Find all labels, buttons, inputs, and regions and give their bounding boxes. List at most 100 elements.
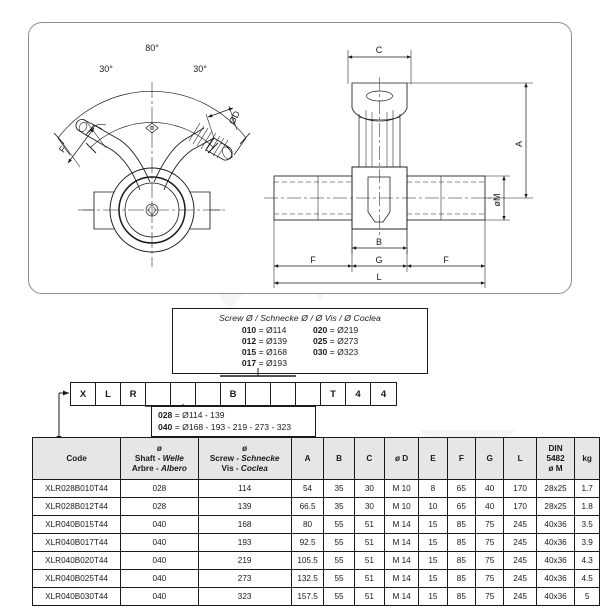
cell-l: 245 xyxy=(503,569,537,588)
screw-legend-item: 012 = Ø139 xyxy=(241,336,287,346)
cell-e: 15 xyxy=(418,569,448,588)
code-cell: B xyxy=(221,383,246,405)
cell-f: 85 xyxy=(446,515,477,534)
screw-legend-column-right: 020 = Ø219 025 = Ø273 030 = Ø323 xyxy=(313,325,358,368)
cell-screw: 193 xyxy=(197,533,292,552)
screw-legend-item: 015 = Ø168 xyxy=(241,347,287,357)
cell-a: 66.5 xyxy=(290,497,325,516)
cell-f: 65 xyxy=(446,497,477,516)
cell-m: 28x25 xyxy=(535,479,576,498)
cell-e: 15 xyxy=(418,551,448,570)
header-b: B xyxy=(323,437,355,480)
cell-code: XLR040B030T44 xyxy=(31,587,122,606)
header-kg: kg xyxy=(574,437,600,480)
screw-legend-item: 017 = Ø193 xyxy=(241,358,287,368)
screw-legend-item: 010 = Ø114 xyxy=(241,325,287,335)
shaft-legend-item: 040 = Ø168 - 193 - 219 - 273 - 323 xyxy=(158,421,292,432)
table-row: XLR040B025T44 040 273 132.5 55 51 M 14 1… xyxy=(31,569,600,588)
label-angle-right: 30° xyxy=(193,64,207,74)
table-header-row: Code ø Shaft - Welle Arbre - Albero ø Sc… xyxy=(31,437,600,480)
cell-m: 40x36 xyxy=(535,533,576,552)
cell-kg: 1.8 xyxy=(574,497,600,516)
cell-c: 51 xyxy=(353,533,386,552)
screw-legend-item: 020 = Ø219 xyxy=(313,325,359,335)
label-b: B xyxy=(376,237,382,247)
cell-g: 75 xyxy=(475,533,505,552)
cell-d: M 14 xyxy=(384,551,420,570)
cell-kg: 3.5 xyxy=(574,515,600,534)
header-d: ø D xyxy=(384,437,420,480)
cell-c: 30 xyxy=(353,479,386,498)
cell-l: 245 xyxy=(503,515,537,534)
header-c: C xyxy=(353,437,386,480)
cell-c: 51 xyxy=(353,587,386,606)
code-cell xyxy=(146,383,171,405)
header-a: A xyxy=(290,437,325,480)
cell-g: 75 xyxy=(475,515,505,534)
label-angle-left: 30° xyxy=(99,64,113,74)
cell-screw: 273 xyxy=(197,569,292,588)
cell-m: 40x36 xyxy=(535,515,576,534)
cell-kg: 3.9 xyxy=(574,533,600,552)
screw-legend-column-left: 010 = Ø114 012 = Ø139 015 = Ø168 017 = Ø… xyxy=(242,325,287,368)
screw-diameter-legend: Screw Ø / Schnecke Ø / Ø Vis / Ø Coclea … xyxy=(172,308,428,374)
cell-shaft: 040 xyxy=(120,551,199,570)
cell-shaft: 040 xyxy=(120,533,199,552)
specification-table: Code ø Shaft - Welle Arbre - Albero ø Sc… xyxy=(31,437,600,606)
header-l: L xyxy=(503,437,537,480)
header-f: F xyxy=(446,437,477,480)
cell-b: 55 xyxy=(323,533,355,552)
cell-d: M 14 xyxy=(384,515,420,534)
label-a: A xyxy=(514,141,524,147)
cell-a: 80 xyxy=(290,515,325,534)
cell-f: 85 xyxy=(446,551,477,570)
cell-e: 15 xyxy=(418,533,448,552)
code-cell: X xyxy=(71,383,96,405)
drawing-frame xyxy=(28,22,572,294)
cell-m: 40x36 xyxy=(535,587,576,606)
cell-b: 35 xyxy=(323,479,355,498)
cell-screw: 114 xyxy=(197,479,292,498)
label-f-section-right: F xyxy=(443,255,449,265)
header-din-m: DIN 5482 ø M xyxy=(535,437,576,480)
label-angle-total: 80° xyxy=(145,43,159,53)
cell-shaft: 040 xyxy=(120,515,199,534)
cell-f: 65 xyxy=(446,479,477,498)
header-shaft: ø Shaft - Welle Arbre - Albero xyxy=(120,437,199,480)
cell-l: 245 xyxy=(503,533,537,552)
cell-m: 40x36 xyxy=(535,569,576,588)
label-f-left: F xyxy=(57,144,69,155)
cell-g: 40 xyxy=(475,479,505,498)
cell-a: 157.5 xyxy=(290,587,325,606)
code-cell xyxy=(271,383,296,405)
cell-kg: 4.3 xyxy=(574,551,600,570)
shaft-legend-item: 028 = Ø114 - 139 xyxy=(158,410,225,420)
screw-legend-title: Screw Ø / Schnecke Ø / Ø Vis / Ø Coclea xyxy=(219,313,381,323)
table-row: XLR040B015T44 040 168 80 55 51 M 14 15 8… xyxy=(31,515,600,534)
cell-g: 75 xyxy=(475,551,505,570)
cell-l: 170 xyxy=(503,479,537,498)
code-cell xyxy=(196,383,221,405)
cell-e: 15 xyxy=(418,587,448,606)
cell-f: 85 xyxy=(446,533,477,552)
cell-b: 55 xyxy=(323,551,355,570)
cell-a: 132.5 xyxy=(290,569,325,588)
table-row: XLR040B017T44 040 193 92.5 55 51 M 14 15… xyxy=(31,533,600,552)
cell-g: 40 xyxy=(475,497,505,516)
cell-code: XLR028B012T44 xyxy=(31,497,122,516)
screw-legend-item: 030 = Ø323 xyxy=(313,347,359,357)
cell-b: 35 xyxy=(323,497,355,516)
code-cell: L xyxy=(96,383,121,405)
cell-shaft: 028 xyxy=(120,479,199,498)
screw-legend-item: 025 = Ø273 xyxy=(313,336,359,346)
cell-g: 75 xyxy=(475,569,505,588)
code-builder-row: X L R B T 4 4 xyxy=(70,382,397,406)
cell-c: 51 xyxy=(353,515,386,534)
cell-l: 245 xyxy=(503,587,537,606)
cell-code: XLR040B020T44 xyxy=(31,551,122,570)
code-cell: 4 xyxy=(346,383,371,405)
table-row: XLR028B010T44 028 114 54 35 30 M 10 8 65… xyxy=(31,479,600,498)
cell-code: XLR028B010T44 xyxy=(31,479,122,498)
cell-kg: 5 xyxy=(574,587,600,606)
